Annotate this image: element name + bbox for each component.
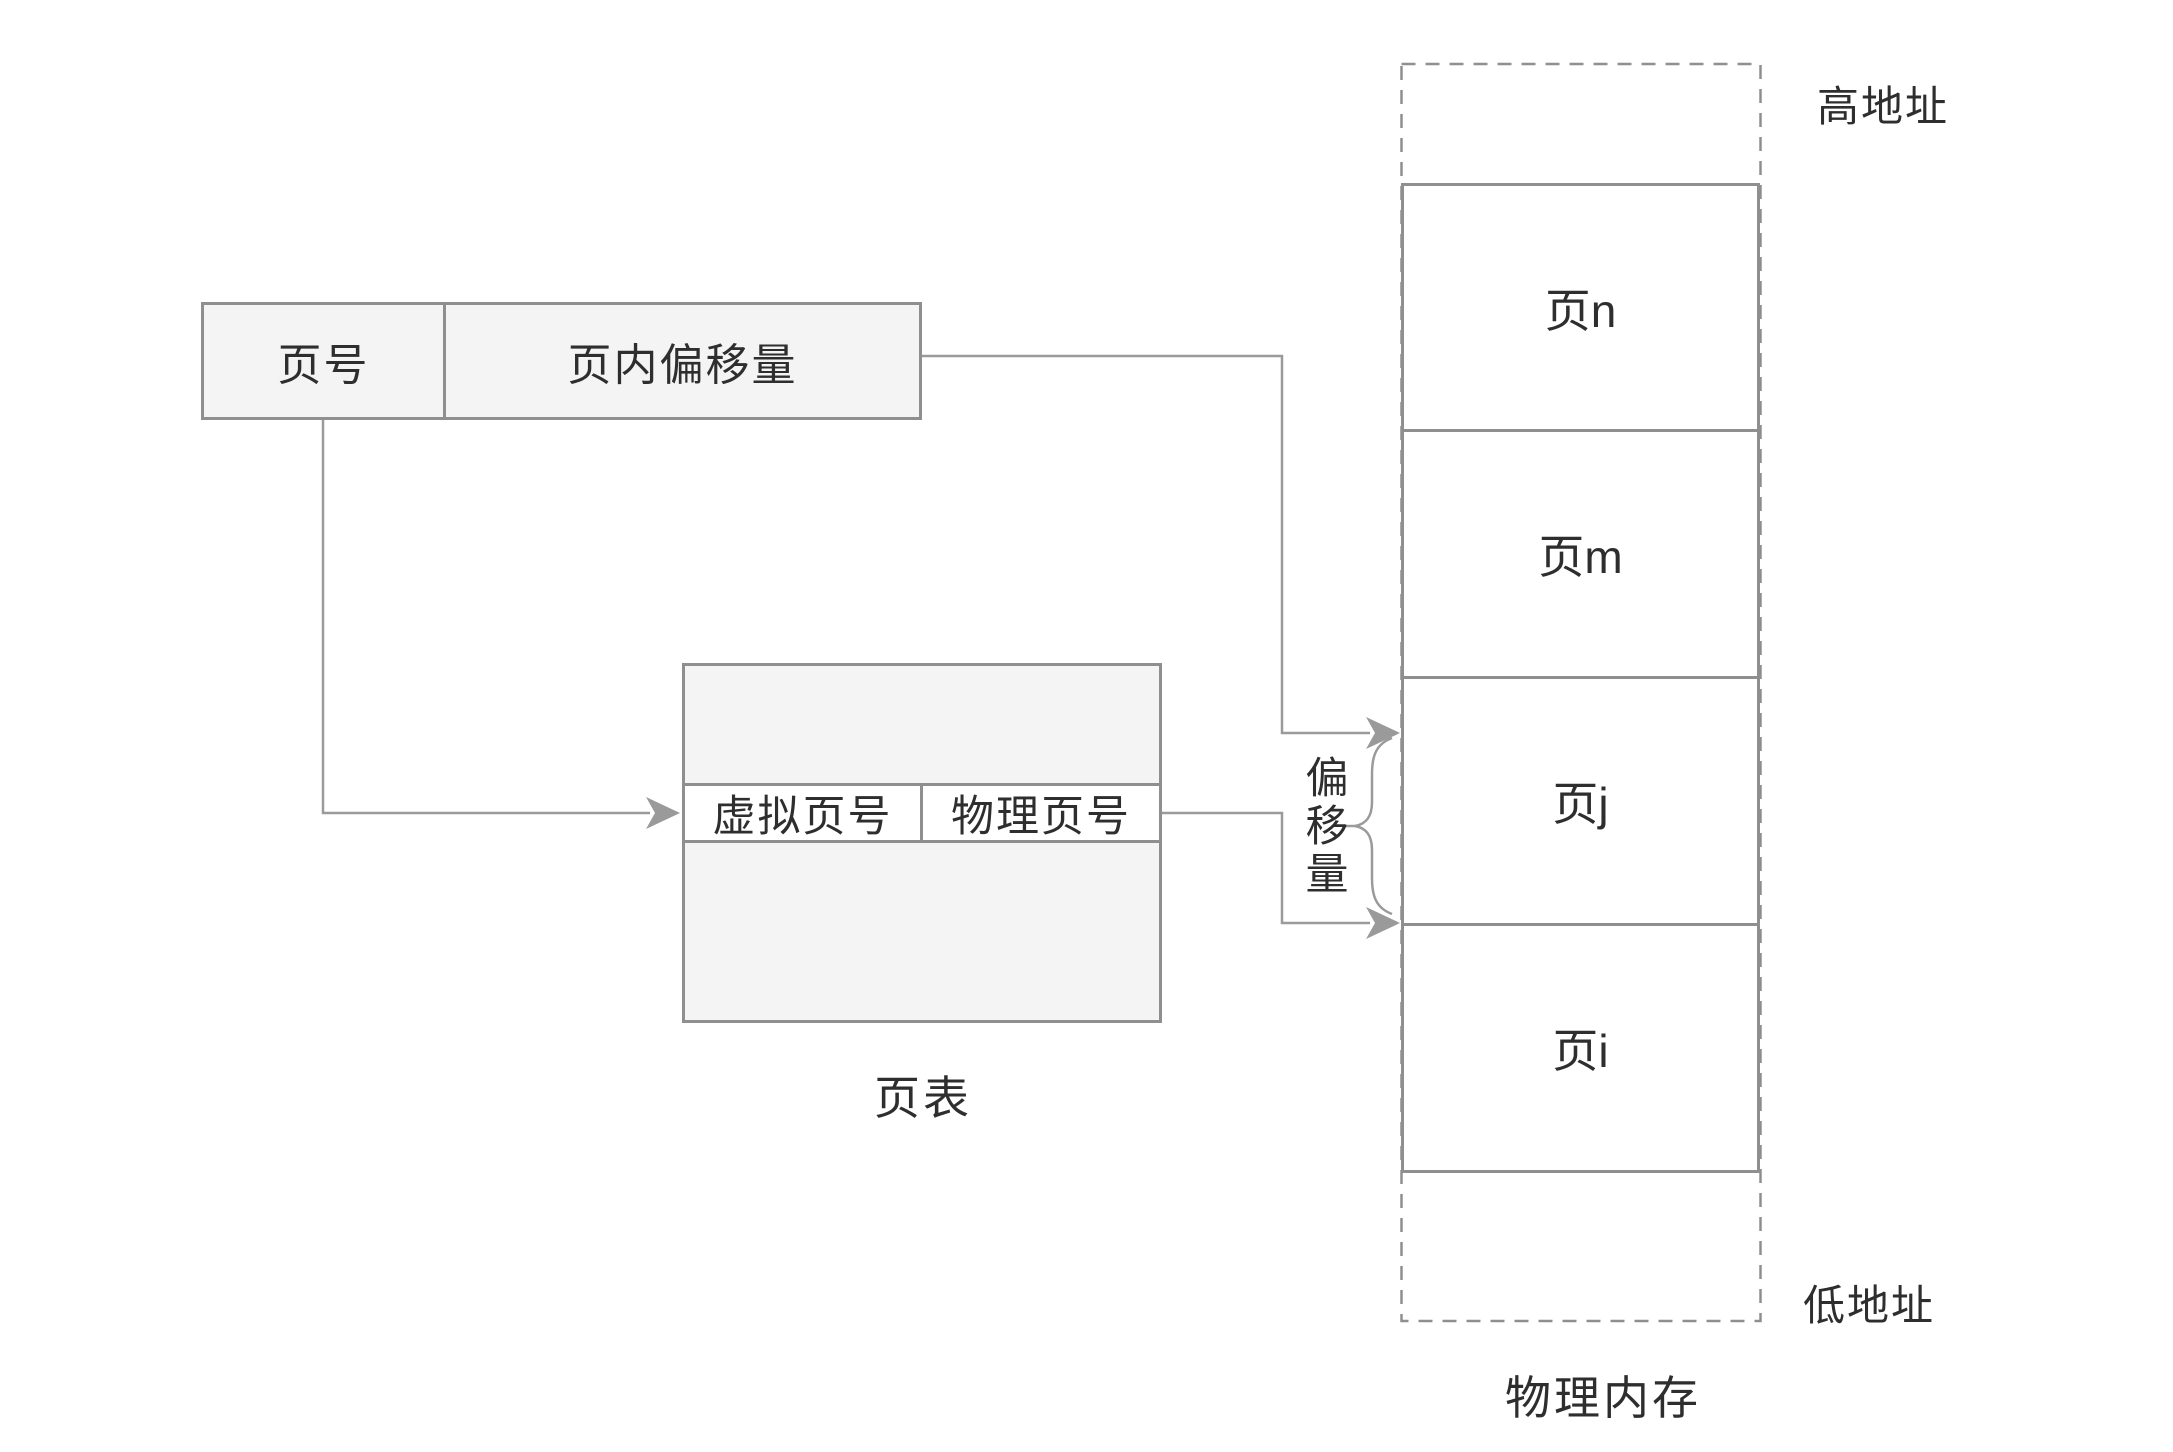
low-address-label: 低地址	[1803, 1282, 1936, 1329]
page-table-caption: 页表	[874, 1072, 972, 1124]
memory-page-j: 页j	[1404, 675, 1757, 923]
arrowhead-memory-top	[1366, 717, 1400, 749]
virtual-address-box: 页号 页内偏移量	[201, 302, 922, 420]
physical-page-number-label: 物理页号	[951, 793, 1131, 841]
arrowhead-into-page-table	[646, 797, 680, 829]
memory-page-i-label: 页i	[1552, 1024, 1609, 1077]
memory-page-n-label: 页n	[1544, 284, 1617, 337]
page-table-entry-row: 虚拟页号 物理页号	[682, 783, 1162, 843]
page-table-box	[682, 663, 1162, 1023]
physical-page-number-cell: 物理页号	[920, 786, 1159, 841]
virtual-page-number-label: 虚拟页号	[712, 793, 893, 841]
memory-page-m-label: 页m	[1538, 530, 1623, 583]
memory-page-m: 页m	[1404, 429, 1757, 675]
memory-page-n: 页n	[1404, 186, 1757, 429]
memory-page-i: 页i	[1404, 922, 1757, 1170]
physical-memory-caption: 物理内存	[1505, 1372, 1701, 1424]
physical-memory-stack: 页n 页m 页j 页i	[1401, 183, 1760, 1173]
page-offset-cell: 页内偏移量	[443, 305, 919, 417]
page-offset-label: 页内偏移量	[567, 341, 798, 390]
page-number-cell: 页号	[204, 305, 443, 417]
virtual-page-number-cell: 虚拟页号	[685, 786, 920, 841]
memory-page-j-label: 页j	[1552, 777, 1609, 830]
arrowhead-memory-bottom	[1366, 907, 1400, 939]
page-number-label: 页号	[277, 341, 370, 390]
offset-brace	[1354, 736, 1393, 916]
line-page-number-to-page-table	[321, 420, 650, 815]
high-address-label: 高地址	[1817, 83, 1950, 130]
offset-brace-label: 偏移量	[1299, 755, 1347, 899]
